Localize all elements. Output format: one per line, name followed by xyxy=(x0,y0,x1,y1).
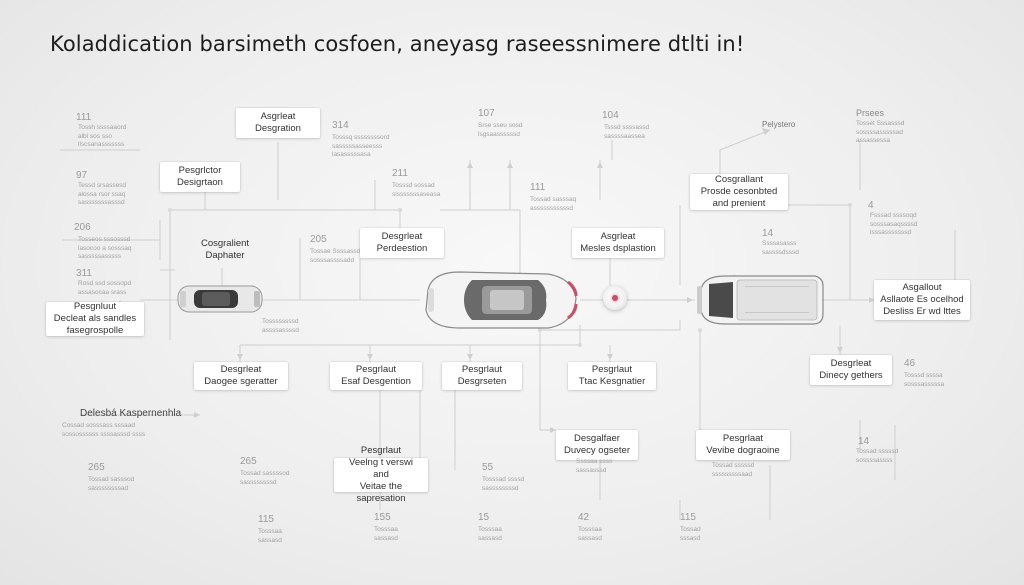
caption-text: Srse sseu sosd lsgsaassssssd xyxy=(478,122,523,138)
caption-text: Tossad sssasd xyxy=(680,526,701,542)
caption-text: Tosset Sssasssd sossssasssssad assassess… xyxy=(856,120,905,144)
number-label: 115 xyxy=(680,512,696,523)
caption-text: Tossae Ssssassd sosssassssadd xyxy=(310,248,361,264)
caption-text: Rosd ssd sossopd assasocaa srass xyxy=(78,280,132,296)
caption-text: Ssssaa ssss sassasssd xyxy=(576,458,613,474)
caption-text: Tosseos sssosssd lasocoo a sosssaq sasss… xyxy=(78,236,132,260)
number-label: 155 xyxy=(374,512,391,523)
number-label: 46 xyxy=(904,358,916,369)
upper-label: Pelystero xyxy=(762,120,796,129)
caption-text: Tosssaa sassasd xyxy=(374,526,398,542)
number-label: 104 xyxy=(602,110,619,121)
caption-text: Tossh ssssaaord albl sos sso llscsanasss… xyxy=(78,124,127,148)
number-label: 265 xyxy=(240,456,257,467)
number-label: 14 xyxy=(858,436,870,447)
number-label: 14 xyxy=(762,228,774,239)
main-car-icon xyxy=(425,271,578,329)
number-label: 265 xyxy=(88,462,105,473)
number-label: 55 xyxy=(482,462,494,473)
caption-text: Tessd srsassesd alossa rsor ssaq sasssss… xyxy=(78,182,127,206)
van-icon xyxy=(697,275,824,325)
caption-text: Tosssaa sassasd xyxy=(258,528,282,544)
caption-text: Tossssssssd assssassssd xyxy=(262,318,299,334)
number-label: 111 xyxy=(530,182,546,193)
small-car-icon xyxy=(177,285,263,313)
caption-text: Tsssd ssssassd sassssaassea xyxy=(604,124,650,140)
caption-text: Tossad sasssod sassssssssad xyxy=(88,476,135,492)
caption-text: Tossad sassssod sassssssssd xyxy=(240,470,290,486)
number-label: 15 xyxy=(478,512,490,523)
caption-text: Tosssd sossad slsssssssaseasa xyxy=(392,182,441,198)
page-title: Koladdication barsimeth cosfoen, aneyasg… xyxy=(50,32,745,56)
caption-text: Tosssaa sassasd xyxy=(478,526,502,542)
caption-text: Tosssaa sassasd xyxy=(578,526,602,542)
node-delesba: Delesbá Kaspernenhla xyxy=(80,408,182,419)
caption-text: Tossad sssssd sssssssssaad xyxy=(712,462,755,478)
caption-text: Tossad sasssaq asssssssssssd xyxy=(530,196,577,212)
caption-text: Ssssasasss sassssdsssd xyxy=(762,240,799,256)
caption-text: Tosssad ssssd sassssssssd xyxy=(482,476,525,492)
number-label: 314 xyxy=(332,120,349,131)
number-label: 107 xyxy=(478,108,495,119)
number-label: 115 xyxy=(258,514,274,525)
sensor-icon xyxy=(603,286,627,310)
number-label: 111 xyxy=(76,112,92,123)
upper-title: Prsees xyxy=(856,108,885,118)
number-label: 205 xyxy=(310,234,327,245)
number-label: 4 xyxy=(868,200,874,211)
number-label: 211 xyxy=(392,168,408,179)
number-label: 311 xyxy=(76,268,92,279)
number-label: 42 xyxy=(578,512,590,523)
number-label: 97 xyxy=(76,170,88,181)
caption-text: Tosssd ssssa sosssasssssa xyxy=(904,372,945,388)
caption-text: Tossad sssssd sossssassss xyxy=(856,448,899,464)
caption-text: Cossad sosssass sssaad sossossssss ssssa… xyxy=(62,422,146,438)
caption-text: Fsssad ssssoqd sosssasaqssssd lsssasssss… xyxy=(870,212,918,236)
number-label: 206 xyxy=(74,222,91,233)
caption-text: Tosssq ssssssssord sasssssasseesss lasas… xyxy=(332,134,390,158)
